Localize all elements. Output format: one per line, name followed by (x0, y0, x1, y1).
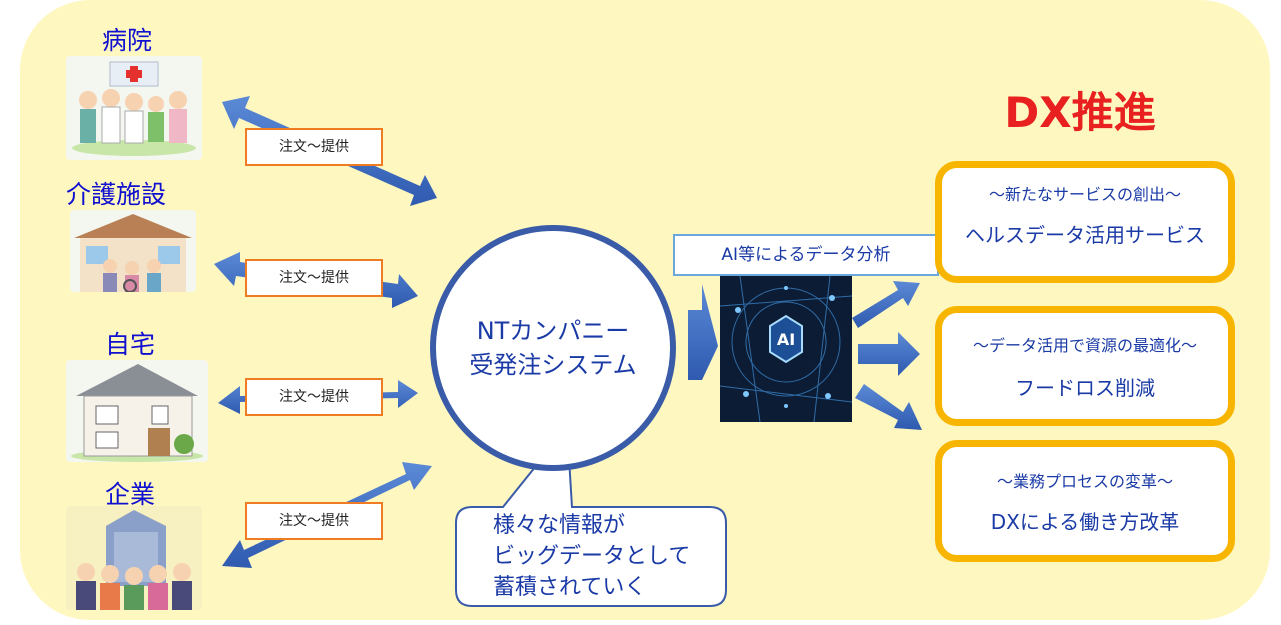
benefit-box-food-loss: ～データ活用で資源の最適化～ フードロス削減 (935, 306, 1235, 426)
order-system-circle: NTカンパニー 受発注システム (430, 225, 676, 471)
source-label-company: 企業 (105, 480, 156, 509)
hospital-staff-icon (66, 56, 202, 160)
ai-to-benefit-1-arrow (852, 281, 920, 328)
system-name: NTカンパニー (476, 317, 630, 345)
ai-badge-text: AI (777, 330, 795, 349)
system-subtitle: 受発注システム (469, 351, 637, 379)
benefit-subtitle: ～データ活用で資源の最適化～ (972, 336, 1197, 355)
exchange-label-home: 注文～提供 (245, 378, 383, 416)
exchange-label-company: 注文～提供 (245, 502, 383, 540)
house-icon (66, 360, 208, 462)
benefit-title: DXによる働き方改革 (990, 510, 1180, 534)
bigdata-line-3: 蓄積されていく (493, 575, 647, 600)
exchange-label-hospital: 注文～提供 (245, 128, 383, 166)
ai-network-image: AI (719, 275, 853, 423)
care-facility-icon (70, 210, 196, 292)
ai-to-benefit-2-arrow (858, 332, 920, 376)
benefit-subtitle: ～新たなサービスの創出～ (988, 185, 1181, 204)
ai-to-benefit-3-arrow (855, 384, 922, 430)
system-to-ai-arrow (688, 284, 718, 380)
source-label-care-facility: 介護施設 (66, 180, 167, 209)
exchange-label-care-facility: 注文～提供 (245, 259, 383, 297)
benefit-box-work-style: ～業務プロセスの変革～ DXによる働き方改革 (935, 440, 1235, 562)
dx-title: DX推進 (1004, 88, 1156, 137)
bigdata-bubble (455, 440, 727, 607)
bigdata-line-1: 様々な情報が (493, 513, 626, 538)
benefit-title: ヘルスデータ活用サービス (965, 223, 1205, 247)
bigdata-note: 様々な情報が ビッグデータとして 蓄積されていく (455, 504, 725, 609)
source-label-home: 自宅 (105, 330, 156, 359)
bigdata-line-2: ビッグデータとして (493, 544, 691, 569)
source-label-hospital: 病院 (102, 26, 153, 55)
ai-analysis-label: AI等によるデータ分析 (673, 234, 939, 276)
benefit-subtitle: ～業務プロセスの変革～ (996, 472, 1173, 491)
benefit-box-new-services: ～新たなサービスの創出～ ヘルスデータ活用サービス (935, 161, 1235, 283)
company-workers-icon (66, 506, 202, 610)
benefit-title: フードロス削減 (1015, 376, 1155, 400)
